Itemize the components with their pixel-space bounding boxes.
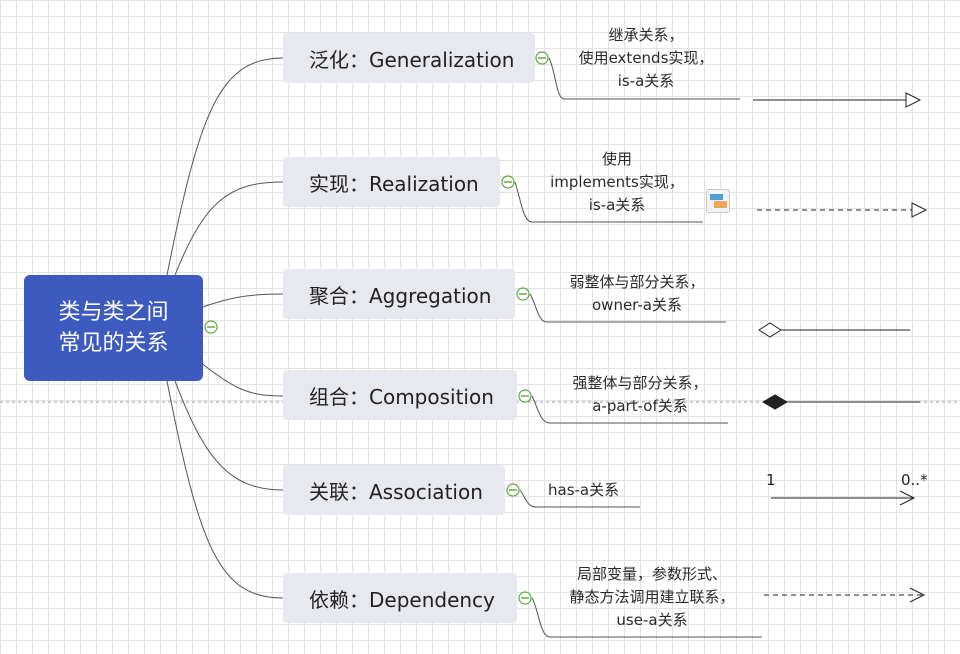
realization-arrow [757,202,928,218]
connector-composition [199,361,284,397]
connector-realization [174,181,284,276]
note-line: 使用extends实现， [578,49,714,67]
note-line: has-a关系 [548,481,620,499]
composition-arrow [762,394,920,410]
note-dependency[interactable]: 局部变量，参数形式、 静态方法调用建立联系， use-a关系 [552,563,752,632]
generalization-collapse-icon[interactable] [535,51,549,65]
connector-aggregation [199,293,284,309]
dependency-collapse-icon[interactable] [518,591,532,605]
aggregation-collapse-icon[interactable] [516,287,530,301]
topic-label: 聚合：Aggregation [309,283,492,308]
uml-symbols [753,92,928,603]
association-collapse-icon[interactable] [506,483,520,497]
topic-dependency[interactable]: 依赖：Dependency [283,573,517,623]
note-underline-composition [531,395,728,424]
realization-collapse-icon[interactable] [501,175,515,189]
association-arrow [771,490,916,506]
note-line: 强整体与部分关系， [572,374,708,392]
topic-aggregation[interactable]: 聚合：Aggregation [283,269,515,319]
root-collapse-icon[interactable] [204,320,218,334]
multiplicity-right: 0..* [901,471,928,489]
note-line: 弱整体与部分关系， [569,273,705,291]
root-connectors [166,57,284,599]
note-line: is-a关系 [617,72,675,90]
topic-realization[interactable]: 实现：Realization [283,157,500,207]
aggregation-arrow [758,322,910,338]
topic-composition[interactable]: 组合：Composition [283,370,517,420]
note-line: a-part-of关系 [592,397,688,415]
note-underline-association [519,489,640,508]
note-line: implements实现， [550,173,684,191]
note-aggregation[interactable]: 弱整体与部分关系， owner-a关系 [547,271,727,317]
note-underline-generalization [548,57,740,100]
note-line: 继承关系， [608,26,684,44]
composition-collapse-icon[interactable] [518,389,532,403]
topic-label: 实现：Realization [309,171,479,196]
note-image-icon[interactable] [706,189,730,213]
connector-dependency [166,380,284,599]
topic-label: 泛化：Generalization [309,47,515,72]
multiplicity-left: 1 [766,471,776,489]
topic-label: 依赖：Dependency [309,587,495,612]
note-connectors [514,57,762,638]
note-line: owner-a关系 [592,296,682,314]
note-composition[interactable]: 强整体与部分关系， a-part-of关系 [550,372,730,418]
topic-generalization[interactable]: 泛化：Generalization [283,33,535,83]
note-underline-aggregation [529,293,726,323]
topic-label: 关联：Association [309,479,483,504]
connector-association [174,380,284,491]
note-line: 使用 [601,150,632,168]
note-line: is-a关系 [588,196,646,214]
note-line: 静态方法调用建立联系， [569,588,735,606]
topic-association[interactable]: 关联：Association [283,465,505,515]
connector-generalization [166,57,284,276]
note-realization[interactable]: 使用 implements实现， is-a关系 [532,148,702,217]
note-generalization[interactable]: 继承关系， 使用extends实现， is-a关系 [566,24,726,93]
note-line: use-a关系 [616,611,688,629]
topic-label: 组合：Composition [309,384,494,409]
root-title-line-2: 常见的关系 [58,331,169,356]
note-underline-realization [514,181,703,223]
note-line: 局部变量，参数形式、 [576,565,727,583]
generalization-arrow [753,92,922,108]
note-underline-dependency [531,597,762,638]
dependency-arrow [764,587,926,603]
root-title-line-1: 类与类之间 [58,300,169,325]
root-topic[interactable]: 类与类之间 常见的关系 [24,275,203,381]
note-association[interactable]: has-a关系 [548,479,619,502]
